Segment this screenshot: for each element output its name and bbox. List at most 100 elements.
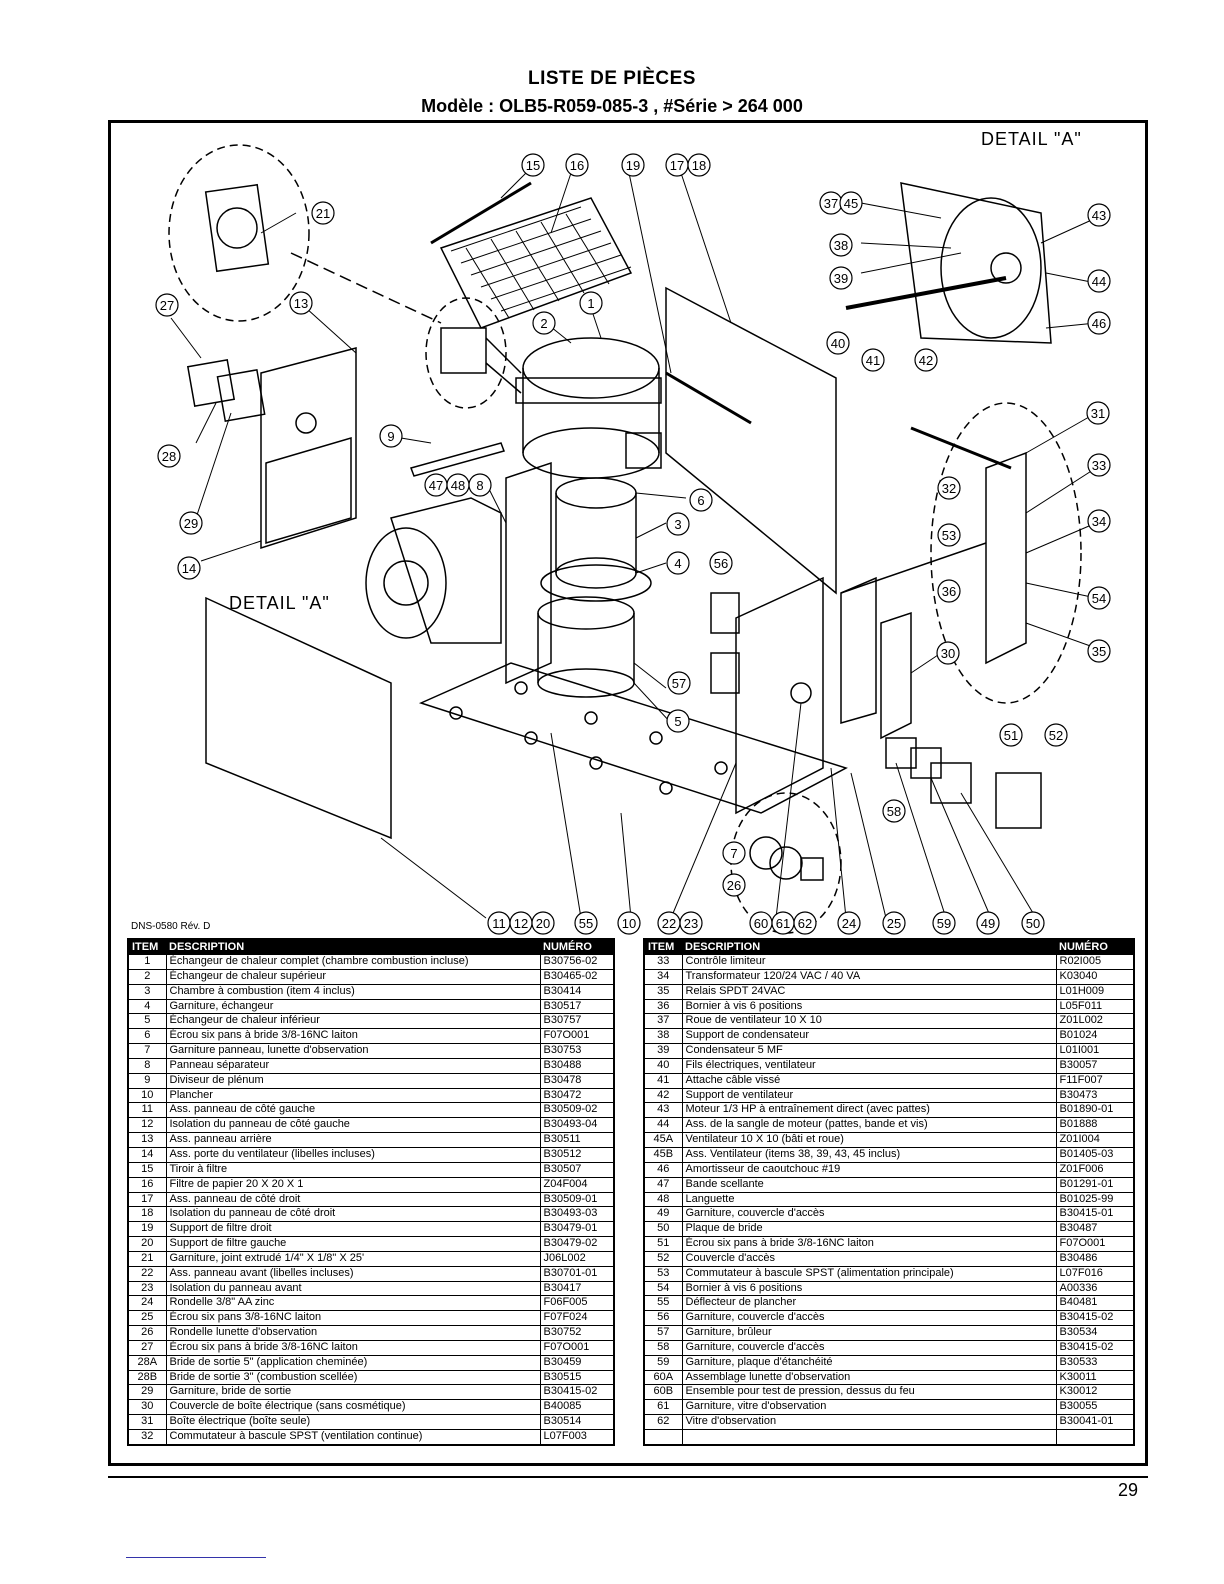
cell-number: L07F003 xyxy=(539,1428,615,1446)
cell-item: 53 xyxy=(643,1265,683,1282)
callout-label: 24 xyxy=(842,916,856,931)
cell-number: F11F007 xyxy=(1055,1072,1135,1089)
cell-description: Bride de sortie 3" (combustion scellée) xyxy=(165,1369,541,1386)
cell-number: B30511 xyxy=(539,1132,615,1148)
cell-item: 38 xyxy=(643,1028,683,1045)
callout-label: 55 xyxy=(579,916,593,931)
callout-label: 11 xyxy=(492,916,506,931)
cell-description: Fils électriques, ventilateur xyxy=(681,1057,1057,1074)
callout-label: 34 xyxy=(1092,514,1106,529)
cell-description: Assemblage lunette d'observation xyxy=(681,1369,1057,1386)
callout-label: 13 xyxy=(294,296,308,311)
cell-description: Échangeur de chaleur inférieur xyxy=(165,1013,541,1030)
cell-item: 56 xyxy=(643,1310,683,1327)
callout-label: 50 xyxy=(1026,916,1040,931)
cell-number: F07O001 xyxy=(1055,1236,1135,1252)
cell-number: B30057 xyxy=(1055,1057,1135,1074)
cell-number: F07O001 xyxy=(539,1028,615,1045)
cell-description: Tiroir à filtre xyxy=(165,1161,541,1178)
cell-item: 19 xyxy=(127,1221,167,1238)
cell-item: 3 xyxy=(127,983,167,1000)
cell-number: B30415-02 xyxy=(1055,1339,1135,1356)
cell-number: L01I001 xyxy=(1055,1043,1135,1059)
cell-number: B30487 xyxy=(1055,1221,1135,1238)
cell-number: B30533 xyxy=(1055,1354,1135,1371)
cell-description: Support de condensateur xyxy=(681,1028,1057,1045)
cell-description: Support de filtre gauche xyxy=(165,1236,541,1252)
cell-number: B30465-02 xyxy=(539,968,615,985)
cell-number: B30507 xyxy=(539,1161,615,1178)
cell-number: B30488 xyxy=(539,1057,615,1074)
cell-number: B40085 xyxy=(539,1399,615,1416)
callout-label: 19 xyxy=(626,158,640,173)
cell-description: Roue de ventilateur 10 X 10 xyxy=(681,1013,1057,1030)
cell-item: 60B xyxy=(643,1384,683,1401)
cell-item: 42 xyxy=(643,1087,683,1104)
page-subtitle: Modèle : OLB5-R059-085-3 , #Série > 264 … xyxy=(421,96,803,116)
callout-label: 18 xyxy=(692,158,706,173)
col-header-item: ITEM xyxy=(644,939,682,955)
cell-item: 39 xyxy=(643,1043,683,1059)
cell-number: B30415-02 xyxy=(539,1384,615,1401)
cell-description: Commutateur à bascule SPST (ventilation … xyxy=(165,1428,541,1446)
cell-description: Rondelle 3/8" AA zinc xyxy=(165,1295,541,1312)
cell-number: B30479-02 xyxy=(539,1236,615,1252)
cell-item: 28A xyxy=(127,1354,167,1371)
cell-number: K03040 xyxy=(1055,968,1135,985)
cell-description: Bande scellante xyxy=(681,1176,1057,1193)
cell-description xyxy=(681,1428,1057,1446)
cell-item: 52 xyxy=(643,1250,683,1267)
callout-label: 42 xyxy=(919,353,933,368)
cell-item: 1 xyxy=(127,954,167,970)
cell-description: Chambre à combustion (item 4 inclus) xyxy=(165,983,541,1000)
cell-item: 32 xyxy=(127,1428,167,1446)
cell-description: Garniture, couvercle d'accès xyxy=(681,1206,1057,1223)
cell-number: B30509-01 xyxy=(539,1191,615,1208)
callout-label: 33 xyxy=(1092,458,1106,473)
callout-label: 47 xyxy=(429,478,443,493)
cell-description: Garniture, échangeur xyxy=(165,998,541,1015)
cell-item: 51 xyxy=(643,1236,683,1252)
callout-label: 21 xyxy=(316,206,330,221)
cell-description: Attache câble vissé xyxy=(681,1072,1057,1089)
cell-number: A00336 xyxy=(1055,1280,1135,1297)
cell-item: 22 xyxy=(127,1265,167,1282)
cell-item: 33 xyxy=(643,954,683,970)
cell-number: B30515 xyxy=(539,1369,615,1386)
cell-number: B30055 xyxy=(1055,1399,1135,1416)
detail-a-label-top: DETAIL "A" xyxy=(981,129,1082,149)
cell-description: Garniture, couvercle d'accès xyxy=(681,1310,1057,1327)
cell-item: 37 xyxy=(643,1013,683,1030)
cell-description: Garniture, plaque d'étanchéité xyxy=(681,1354,1057,1371)
cell-number: L07F016 xyxy=(1055,1265,1135,1282)
col-header-number: NUMÉRO xyxy=(540,939,614,955)
cell-item: 10 xyxy=(127,1087,167,1104)
cell-item: 27 xyxy=(127,1339,167,1356)
cell-number xyxy=(1055,1428,1135,1446)
exploded-parts-diagram: 1516191718212713213745433839444041424692… xyxy=(155,144,1111,935)
callout-label: 53 xyxy=(942,528,956,543)
callout-label: 38 xyxy=(834,238,848,253)
cell-number: B30493-03 xyxy=(539,1206,615,1223)
cell-description: Garniture, couvercle d'accès xyxy=(681,1339,1057,1356)
